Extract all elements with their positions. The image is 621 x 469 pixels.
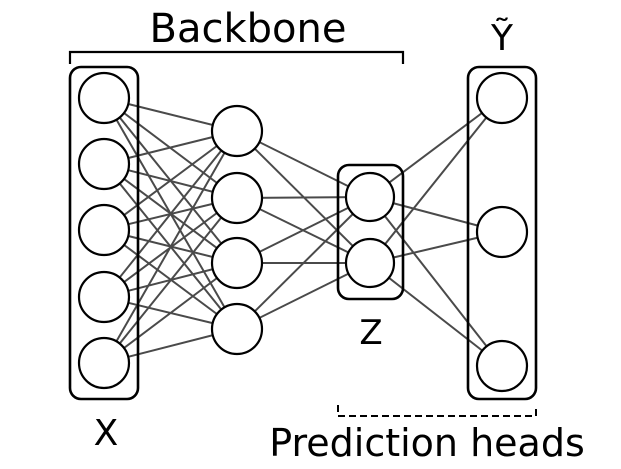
hidden-node-4 [210,302,264,356]
input-node-1 [77,71,131,125]
edge-latent-1-to-output-3 [369,196,503,367]
hidden-node-2 [210,171,264,225]
latent-label: Z [359,313,382,353]
edge-input-3-to-hidden-1 [103,130,238,231]
edge-latent-2-to-output-1 [369,97,503,264]
input-node-4 [77,270,131,324]
input-node-5 [77,336,131,390]
output-node-3 [475,339,529,393]
edge-input-4-to-hidden-1 [103,130,238,298]
output-node-2 [475,205,529,259]
backbone-label: Backbone [150,6,347,52]
edge-latent-1-to-output-1 [369,97,503,198]
prediction-heads-label: Prediction heads [269,421,585,465]
input-label: X [94,413,119,454]
input-node-2 [77,137,131,191]
latent-layer-box [336,163,405,301]
edge-hidden-4-to-latent-1 [236,196,371,330]
edge-input-5-to-hidden-1 [103,130,238,364]
hidden-node-3 [210,236,264,290]
nodes-layer [77,71,529,393]
edges-layer [103,97,503,367]
edge-input-5-to-hidden-2 [103,197,238,364]
backbone-bracket [68,50,405,64]
prediction-heads-bracket [337,405,537,417]
edge-latent-2-to-output-3 [369,262,503,367]
latent-node-2 [344,237,396,289]
output-layer-box [466,65,538,401]
hidden-node-1 [210,104,264,158]
latent-node-1 [344,171,396,223]
output-node-1 [475,71,529,125]
input-layer-box [68,65,140,401]
edge-input-5-to-hidden-3 [103,262,238,364]
input-node-3 [77,203,131,257]
output-label: Ỹ [490,17,514,59]
